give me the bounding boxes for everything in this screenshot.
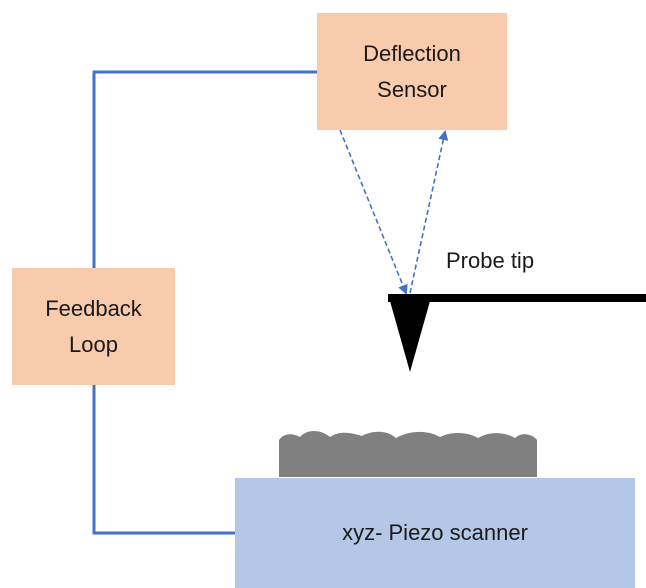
feedback-loop-box: Feedback Loop [12,268,175,385]
feedback-loop-line-bottom [92,385,236,535]
feedback-loop-line-top [92,70,318,268]
deflection-sensor-box: Deflection Sensor [317,13,507,130]
feedback-loop-label: Feedback Loop [45,295,142,357]
deflection-sensor-label: Deflection Sensor [363,40,461,102]
piezo-scanner-label: xyz- Piezo scanner [342,520,528,545]
laser-beam-down-arrow [339,129,408,295]
probe-tip-shape [388,294,432,372]
laser-beam-up-arrow [409,130,449,294]
probe-tip-label: Probe tip [446,248,535,273]
piezo-scanner-box: xyz- Piezo scanner [235,478,635,588]
sample-surface [279,430,537,477]
cantilever-arm [388,294,646,302]
